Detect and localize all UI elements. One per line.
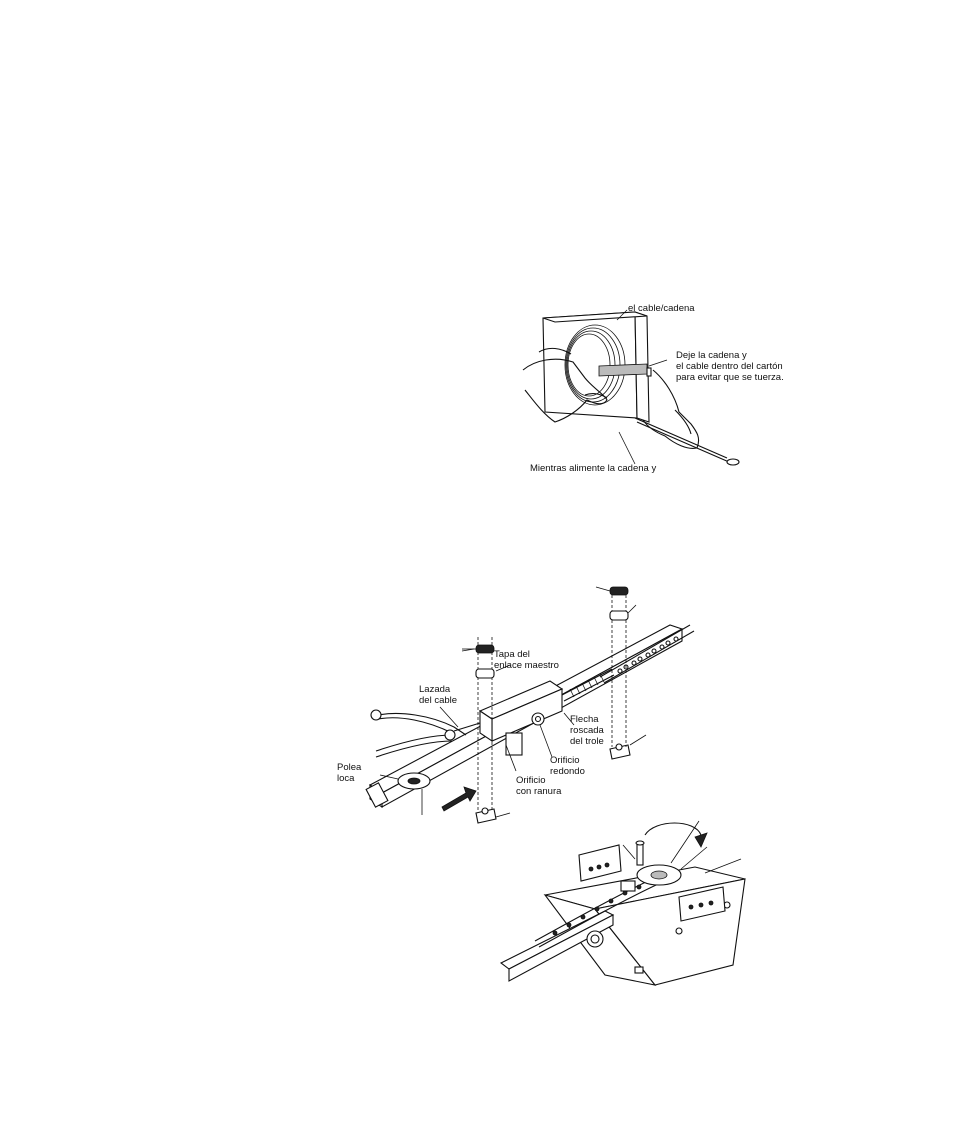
trolley-rail-assembly: [330, 585, 730, 845]
sprocket-shaft: [636, 841, 644, 865]
leave-chain-note: Deje la cadena y el cable dentro del car…: [676, 350, 784, 383]
idler-pulley-label: Polea loca: [337, 762, 361, 784]
direction-arrow-icon: [442, 787, 476, 811]
idler-pulley: [398, 773, 430, 789]
threaded-shaft-label: Flecha roscada del trole: [570, 714, 604, 747]
master-link-cap-label: Tapa del enlace maestro: [494, 649, 559, 671]
cable-loop-label: Lazada del cable: [419, 684, 457, 706]
motor-unit-illustration: [495, 815, 755, 995]
rail-end: [501, 911, 613, 981]
chain-carton-illustration: [515, 300, 780, 480]
feed-chain-note: Mientras alimente la cadena y: [530, 463, 656, 474]
rotation-arrow-icon: [645, 823, 707, 847]
chain-carton: [543, 312, 651, 422]
round-hole-label: Orificio redondo: [550, 755, 585, 777]
slotted-hole-label: Orificio con ranura: [516, 775, 561, 797]
chain-cable-label: el cable/cadena: [628, 303, 695, 314]
